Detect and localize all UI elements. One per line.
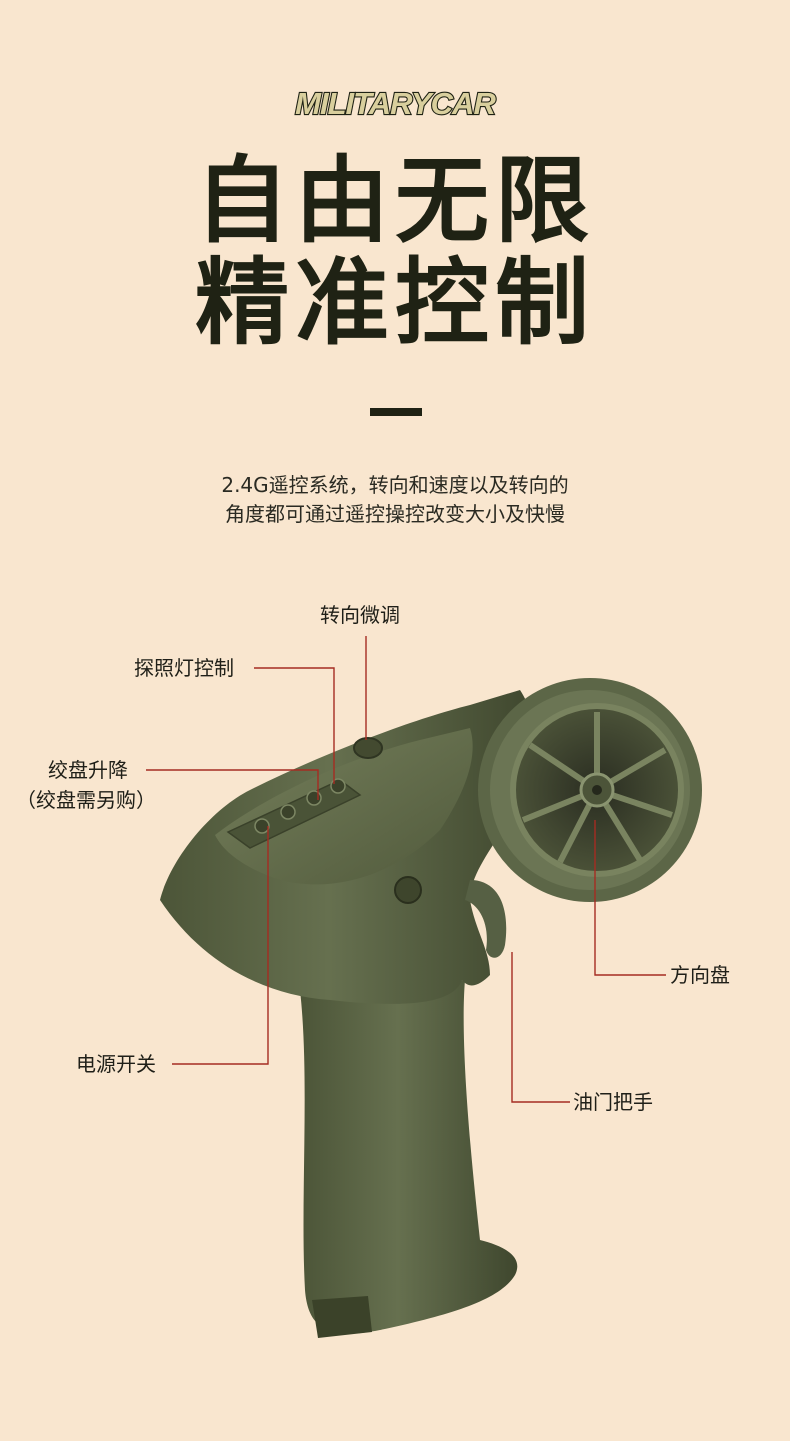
switch-button-2	[280, 804, 296, 820]
callout-power-switch: 电源开关	[76, 1052, 156, 1076]
switch-button-4	[330, 778, 346, 794]
description-line-1: 2.4G遥控系统，转向和速度以及转向的	[221, 473, 569, 497]
divider-dash	[370, 408, 422, 416]
line-throttle	[511, 952, 570, 1103]
side-button	[394, 876, 422, 904]
headline-line-2: 精准控制	[194, 249, 595, 358]
callout-lines	[146, 636, 666, 1103]
callout-winch: 绞盘升降	[48, 758, 128, 782]
brand-logo: MILITARYCAR	[294, 85, 497, 122]
callout-steering-wheel: 方向盘	[670, 963, 730, 987]
controller-top-panel	[215, 728, 473, 885]
callout-winch-note: （绞盘需另购）	[16, 788, 156, 812]
trim-knob	[353, 737, 383, 759]
controller-base	[312, 1296, 372, 1338]
line-power	[172, 826, 269, 1065]
callout-headlight-control: 探照灯控制	[134, 656, 234, 680]
line-headlight	[254, 667, 335, 784]
headline-line-1: 自由无限	[194, 147, 595, 256]
description-line-2: 角度都可通过遥控操控改变大小及快慢	[225, 502, 565, 526]
switch-button-1	[254, 818, 270, 834]
line-wheel	[594, 820, 666, 976]
controller-grip	[300, 980, 518, 1334]
switch-button-3	[306, 790, 322, 806]
throttle-trigger	[465, 880, 507, 958]
line-winch	[146, 769, 319, 800]
callout-steering-trim: 转向微调	[320, 603, 400, 627]
callout-throttle-trigger: 油门把手	[573, 1090, 653, 1114]
